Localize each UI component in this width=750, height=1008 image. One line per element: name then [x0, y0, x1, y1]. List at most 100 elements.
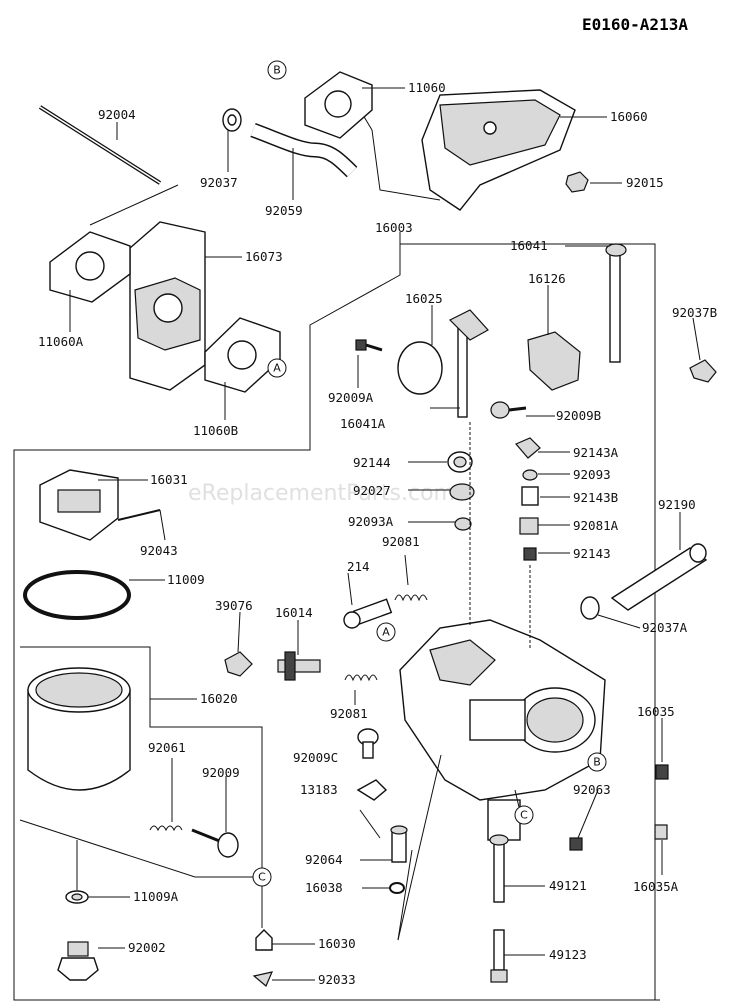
callout-16025: 16025 — [405, 291, 443, 306]
callout-92093: 92093 — [573, 467, 611, 482]
stud-92004 — [38, 105, 162, 185]
callout-92009A: 92009A — [328, 390, 374, 405]
ref-C-bottom: C — [252, 867, 272, 887]
callout-92063: 92063 — [573, 782, 611, 797]
callout-16073: 16073 — [245, 249, 283, 264]
part-39076 — [224, 651, 253, 677]
callout-11060: 11060 — [408, 80, 446, 95]
ref-B-top: B — [267, 60, 287, 80]
set-screws — [569, 764, 669, 851]
gasket-11060A — [49, 231, 131, 303]
leader-lines — [69, 87, 701, 981]
screw-214 — [343, 598, 393, 629]
bowl-spring-screw — [149, 825, 239, 858]
jet-92064 — [390, 825, 408, 863]
clamp-92037A — [580, 596, 600, 620]
callout-11009: 11009 — [167, 572, 205, 587]
callout-16060: 16060 — [610, 109, 648, 124]
callout-214: 214 — [347, 559, 370, 574]
callout-11060B: 11060B — [193, 423, 238, 438]
air-cleaner-base-16060 — [421, 89, 576, 211]
oring-11009 — [23, 570, 131, 620]
svg-text:C: C — [520, 809, 528, 822]
callout-92037: 92037 — [200, 175, 238, 190]
svg-text:C: C — [258, 871, 266, 884]
callout-92027: 92027 — [353, 483, 391, 498]
group-outlines — [13, 109, 660, 1001]
callout-92143B: 92143B — [573, 490, 618, 505]
oring-16038 — [389, 882, 405, 894]
callout-16035A: 16035A — [633, 879, 679, 894]
callout-16038: 16038 — [305, 880, 343, 895]
screw-92009C — [357, 728, 379, 759]
callout-16014: 16014 — [275, 605, 313, 620]
ref-C-body: C — [514, 805, 534, 825]
callout-16041: 16041 — [510, 238, 548, 253]
screw-92009B — [490, 401, 527, 419]
callout-92143: 92143 — [573, 546, 611, 561]
callout-92190: 92190 — [658, 497, 696, 512]
nozzle-49121 — [489, 834, 509, 903]
throttle-plate-16126 — [527, 331, 581, 391]
callout-16031: 16031 — [150, 472, 188, 487]
callout-39076: 39076 — [215, 598, 253, 613]
jet-49123 — [490, 929, 508, 983]
screw-92009A — [355, 339, 383, 352]
callout-92002: 92002 — [128, 940, 166, 955]
callout-92037B: 92037B — [672, 305, 717, 320]
needle-16030 — [255, 929, 273, 951]
svg-text:B: B — [273, 64, 281, 77]
watermark: eReplacementParts.com — [188, 481, 455, 506]
throttle-shaft-16041 — [605, 243, 627, 363]
callout-92033: 92033 — [318, 972, 356, 987]
diagram-code: E0160-A213A — [582, 15, 688, 34]
callout-16020: 16020 — [200, 691, 238, 706]
spring-92081-lower — [344, 674, 378, 682]
ref-B-body: B — [587, 752, 607, 772]
callout-92015: 92015 — [626, 175, 664, 190]
callout-16030: 16030 — [318, 936, 356, 951]
callout-92043: 92043 — [140, 543, 178, 558]
pilot-screw-16014 — [277, 651, 321, 681]
callout-labels: 92004 11060 16060 92037 92059 92015 1600… — [38, 80, 717, 987]
pipe-92190 — [610, 543, 708, 611]
choke-shaft-16041A — [448, 309, 489, 418]
small-parts-column — [447, 437, 541, 561]
washer-11009A — [65, 890, 89, 904]
callout-92144: 92144 — [353, 455, 391, 470]
callout-16041A: 16041A — [340, 416, 386, 431]
callout-92061: 92061 — [148, 740, 186, 755]
clip-92033 — [252, 971, 274, 987]
callout-16035: 16035 — [637, 704, 675, 719]
choke-plate-16025 — [397, 341, 443, 395]
callout-92004: 92004 — [98, 107, 136, 122]
callout-11060A: 11060A — [38, 334, 84, 349]
callout-92081: 92081 — [382, 534, 420, 549]
plate-13183 — [356, 779, 388, 801]
svg-text:B: B — [593, 756, 601, 769]
callout-16003: 16003 — [375, 220, 413, 235]
ref-A-body: A — [376, 622, 396, 642]
float-16031 — [39, 469, 119, 541]
callout-92009: 92009 — [202, 765, 240, 780]
gasket-11060 — [304, 71, 373, 139]
callout-92059: 92059 — [265, 203, 303, 218]
callout-92093A: 92093A — [348, 514, 394, 529]
callout-92009C: 92009C — [293, 750, 338, 765]
callout-92037A: 92037A — [642, 620, 688, 635]
float-bowl-16020 — [27, 667, 131, 791]
spring-92081-upper — [394, 594, 428, 602]
svg-text:A: A — [382, 626, 390, 639]
insulator-16073 — [129, 221, 206, 391]
carburetor-body — [399, 422, 606, 841]
callout-16126: 16126 — [528, 271, 566, 286]
bolt-92002 — [57, 941, 99, 981]
callout-92009B: 92009B — [556, 408, 601, 423]
callout-92081A: 92081A — [573, 518, 619, 533]
callout-11009A: 11009A — [133, 889, 179, 904]
callout-92143A: 92143A — [573, 445, 619, 460]
gasket-11060B — [204, 317, 281, 393]
callout-13183: 13183 — [300, 782, 338, 797]
ref-A-gasket: A — [267, 358, 287, 378]
